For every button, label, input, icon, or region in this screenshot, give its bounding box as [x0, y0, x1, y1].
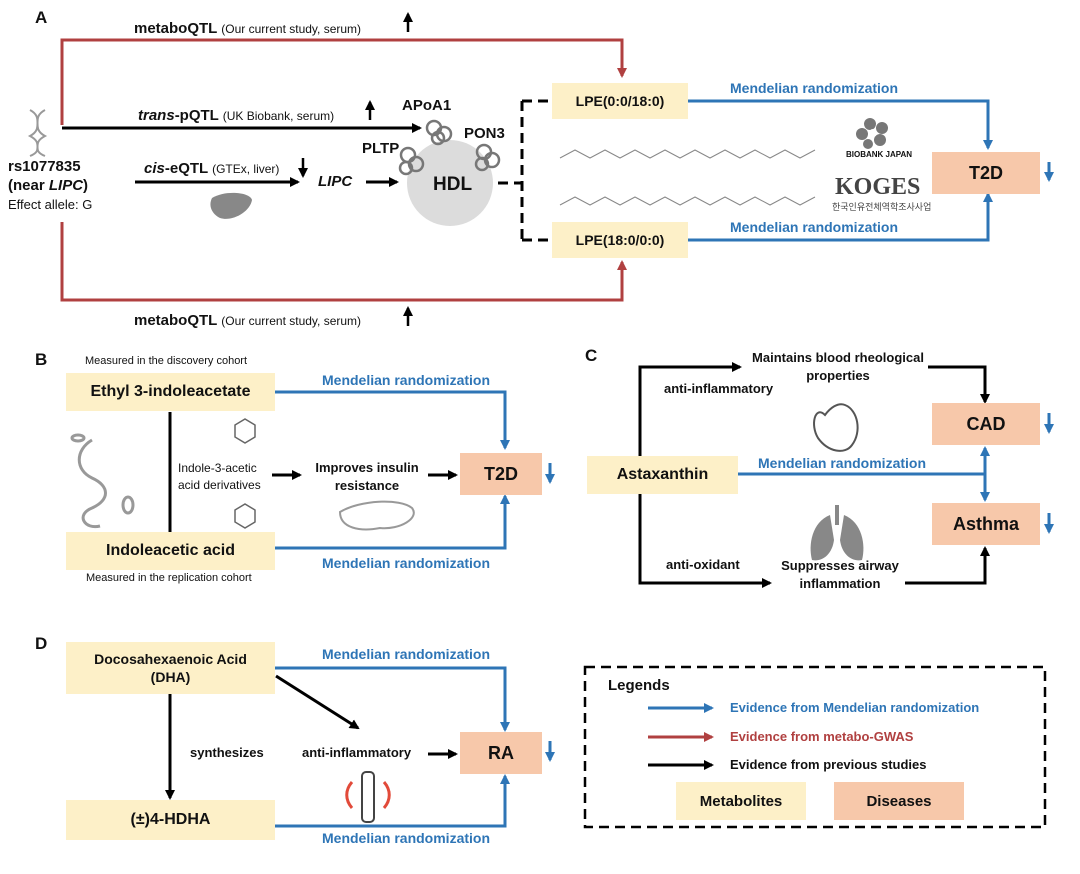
mr-d-top-path: [275, 666, 510, 732]
snp-near-gene: (near LIPC): [8, 177, 88, 194]
apoa1-protein-icon: [425, 119, 453, 146]
c-anti-oxidant-label: anti-oxidant: [666, 557, 740, 572]
cis-eqtl-source: (GTEx, liver): [212, 162, 280, 176]
effect-allele: Effect allele: G: [8, 197, 93, 212]
koges-sub-logo: 한국인유전체역학조사사업: [832, 202, 932, 212]
mr-d-bottom-path: [275, 774, 510, 828]
astaxanthin-box: Astaxanthin: [587, 456, 738, 494]
lipc-gene: LIPC: [318, 173, 353, 190]
mr-b-bottom-label: Mendelian randomization: [322, 555, 491, 571]
mr-b-top-path: [275, 390, 510, 450]
lpe-18-0-0-0-box: LPE(18:0/0:0): [552, 222, 688, 258]
mr-a-top-label: Mendelian randomization: [730, 80, 899, 96]
asthma-disease-box: Asthma: [932, 503, 1040, 545]
c-anti-inflammatory-path: [638, 362, 742, 457]
mr-d-bottom-label: Mendelian randomization: [322, 830, 491, 846]
cad-disease-box: CAD: [932, 403, 1040, 445]
panel-d-letter: D: [35, 634, 48, 653]
indole-structure-icon: [234, 418, 256, 529]
4-hdha-box: (±)4-HDHA: [66, 800, 275, 840]
lungs-icon: [810, 505, 864, 561]
t2d-disease-b-box: T2D: [460, 453, 542, 495]
mr-c-label: Mendelian randomization: [758, 455, 927, 471]
trans-pqtl-bold: -pQTL: [174, 107, 219, 124]
mr-b-top-label: Mendelian randomization: [322, 372, 491, 388]
suppresses-airway-inflammation-label: Suppresses airway inflammation: [781, 558, 899, 591]
mr-a-top-path: [688, 99, 993, 150]
lpe-structure-bottom: [559, 196, 816, 206]
koges-logo: KOGES: [835, 174, 921, 200]
joint-icon: [345, 771, 391, 823]
biobank-japan-logo-icon: [856, 118, 888, 149]
pancreas-icon: [338, 500, 415, 531]
legend-box: [583, 665, 1047, 829]
hdl-lpe-bracket: [498, 99, 548, 242]
replication-cohort-note: Measured in the replication cohort: [86, 572, 252, 584]
ra-disease-box: RA: [460, 732, 542, 774]
dha-box: Docosahexaenoic Acid (DHA): [66, 642, 275, 694]
d-anti-inflammatory-label: anti-inflammatory: [302, 745, 412, 760]
panel-c-letter: C: [585, 346, 598, 365]
metaboqtl-bottom-path: [60, 222, 627, 302]
panel-a-letter: A: [35, 8, 48, 27]
legend-metabolites-box: Metabolites: [676, 782, 806, 820]
hdl-label: HDL: [433, 174, 473, 195]
cis-eqtl-italic: cis: [144, 160, 165, 177]
metaboqtl-top-source: (Our current study, serum): [221, 22, 362, 36]
pon3-protein-icon: [474, 143, 501, 172]
apoa1-label: APoA1: [402, 97, 452, 114]
improves-insulin-resistance-label: Improves insulin resistance: [315, 460, 419, 493]
legend-mr-label: Evidence from Mendelian randomization: [730, 700, 980, 715]
legend-title: Legends: [608, 677, 670, 694]
c-mechanism-bottom-path: [905, 546, 990, 585]
heart-icon: [813, 403, 859, 452]
biobank-japan-logo: BIOBANK JAPAN: [846, 150, 913, 159]
discovery-cohort-note: Measured in the discovery cohort: [85, 355, 248, 367]
lpe-0-0-18-0-box: LPE(0:0/18:0): [552, 83, 688, 119]
mr-a-bottom-label: Mendelian randomization: [730, 219, 899, 235]
metaboqtl-top-path: [60, 38, 627, 125]
trans-pqtl-label: trans-pQTL (UK Biobank, serum): [138, 107, 334, 124]
snp-near-prefix: (near: [8, 177, 49, 194]
c-anti-oxidant-path: [638, 492, 772, 588]
trans-pqtl-italic: trans: [138, 107, 175, 124]
snp-id: rs1077835: [8, 158, 81, 175]
metaboqtl-bottom-bold: metaboQTL: [134, 312, 218, 329]
pltp-protein-icon: [398, 146, 425, 176]
legend-gwas-label: Evidence from metabo-GWAS: [730, 729, 914, 744]
synthesizes-label: synthesizes: [190, 745, 264, 760]
ethyl-3-indoleacetate-box: Ethyl 3-indoleacetate: [66, 373, 275, 411]
gut-microbiome-icon: [70, 433, 135, 529]
dna-icon: [27, 109, 48, 157]
c-mechanism-top-path: [928, 365, 990, 404]
panel-b-letter: B: [35, 350, 48, 369]
metaboqtl-top-label: metaboQTL (Our current study, serum): [134, 20, 361, 37]
mr-a-bottom-path: [688, 192, 993, 242]
snp-near-gene-name: LIPC: [48, 177, 84, 194]
metaboqtl-bottom-label: metaboQTL (Our current study, serum): [134, 312, 361, 329]
snp-near-suffix: ): [83, 177, 89, 194]
cis-eqtl-label: cis-eQTL (GTEx, liver): [144, 160, 279, 177]
c-anti-inflammatory-label: anti-inflammatory: [664, 381, 774, 396]
liver-icon: [210, 192, 252, 219]
mr-d-top-label: Mendelian randomization: [322, 646, 491, 662]
maintains-blood-rheological-label: Maintains blood rheological properties: [752, 350, 924, 383]
mr-b-bottom-path: [275, 494, 510, 550]
indoleacetic-acid-box: Indoleacetic acid: [66, 532, 275, 570]
t2d-disease-a-box: T2D: [932, 152, 1040, 194]
cis-eqtl-bold: -eQTL: [164, 160, 209, 177]
pltp-label: PLTP: [362, 140, 400, 157]
pon3-label: PON3: [464, 125, 505, 142]
d-dha-anti-inflammatory-arrow: [275, 674, 360, 730]
metaboqtl-bottom-source: (Our current study, serum): [221, 314, 362, 328]
hdl-particle: [407, 140, 493, 226]
legend-previous-label: Evidence from previous studies: [730, 757, 927, 772]
trans-pqtl-source: (UK Biobank, serum): [222, 109, 335, 123]
lpe-structure-top: [559, 149, 816, 159]
indole-derivatives-label: Indole-3-acetic acid derivatives: [178, 461, 261, 492]
legend-diseases-box: Diseases: [834, 782, 964, 820]
metaboqtl-top-bold: metaboQTL: [134, 20, 218, 37]
